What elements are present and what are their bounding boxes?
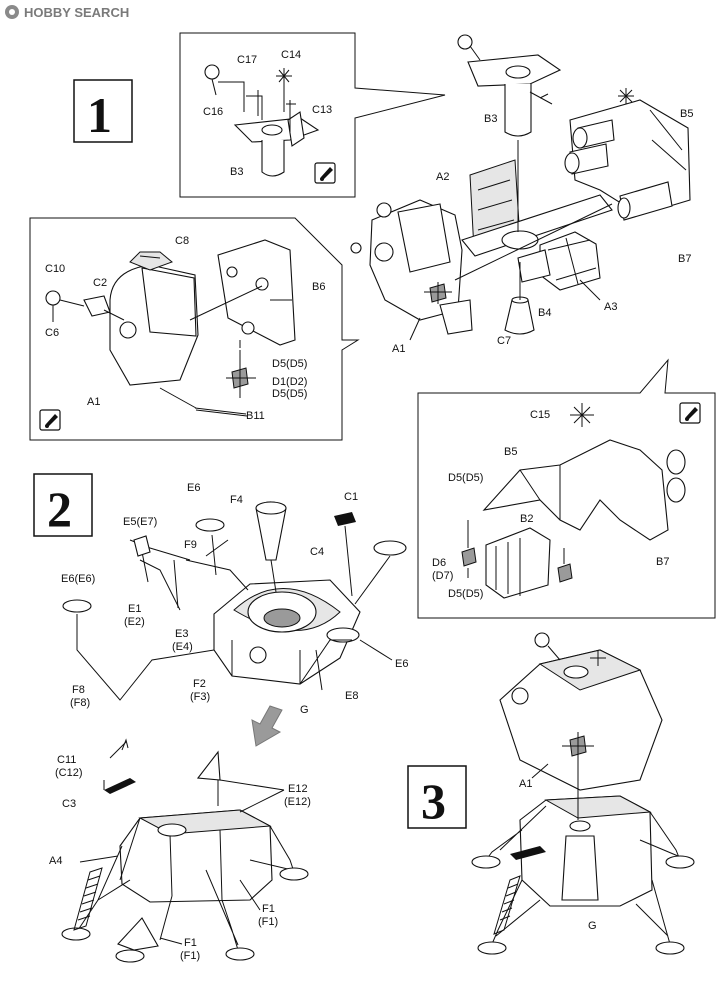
label-E8: E8 — [345, 690, 358, 702]
label-F1: F1 — [262, 903, 275, 915]
label-E6: E6 — [187, 482, 200, 494]
label-C1: C1 — [344, 491, 358, 503]
label-F9: F9 — [184, 539, 197, 551]
label-C14: C14 — [281, 49, 301, 61]
label-D6: D6 — [432, 557, 446, 569]
svg-text:2: 2 — [47, 481, 72, 537]
label-D5-d: D5(D5) — [448, 588, 483, 600]
step-1-main-assembly: B3 A2 B5 B7 B4 A3 C7 A1 — [350, 34, 693, 355]
step-1-number: 1 — [73, 79, 133, 143]
label-F4: F4 — [230, 494, 243, 506]
label-B2: B2 — [520, 513, 533, 525]
label-F1-lower-paren: (F1) — [180, 950, 200, 962]
svg-text:1: 1 — [87, 87, 112, 143]
label-D5-c: D5(D5) — [448, 472, 483, 484]
label-E12: E12 — [288, 783, 308, 795]
label-D7: (D7) — [432, 570, 453, 582]
step-3-number: 3 — [407, 765, 467, 829]
label-C11: C11 — [57, 754, 76, 766]
label-F1-paren: (F1) — [258, 916, 278, 928]
label-B3: B3 — [230, 166, 243, 178]
label-F3: (F3) — [190, 691, 210, 703]
watermark: HOBBY SEARCH — [5, 5, 129, 20]
label-E4: (E4) — [172, 641, 193, 653]
label-A3: A3 — [604, 301, 617, 313]
label-E3: E3 — [175, 628, 188, 640]
label-B6: B6 — [312, 281, 325, 293]
label-D5-b: D5(D5) — [272, 388, 307, 400]
label-C15: C15 — [530, 409, 550, 421]
label-A2: A2 — [436, 171, 449, 183]
label-E1: E1 — [128, 603, 141, 615]
svg-text:3: 3 — [421, 773, 446, 829]
label-F2: F2 — [193, 678, 206, 690]
label-C4: C4 — [310, 546, 324, 558]
step-1-inset-left: C8 C10 C2 C6 B6 A1 D5(D5) D1(D2) D5(D5) … — [29, 217, 360, 441]
step-1-inset-top: C17 C14 C16 C13 B3 — [179, 32, 446, 198]
label-B3-main: B3 — [484, 113, 497, 125]
arrow-down-icon — [251, 705, 283, 747]
label-C3: C3 — [62, 798, 76, 810]
label-D5-a: D5(D5) — [272, 358, 307, 370]
label-B11: B11 — [246, 410, 265, 422]
step-2-number: 2 — [33, 473, 93, 537]
label-F8: F8 — [72, 684, 85, 696]
label-C2: C2 — [93, 277, 107, 289]
label-B7-inset: B7 — [656, 556, 669, 568]
label-B7: B7 — [678, 253, 691, 265]
label-B5-inset: B5 — [504, 446, 517, 458]
caution-icon — [39, 409, 61, 431]
label-C17: C17 — [237, 54, 257, 66]
label-E6-E6: E6(E6) — [61, 573, 95, 585]
label-C6: C6 — [45, 327, 59, 339]
step-2-exploded-descent-stage: E6 C1 F4 E5(E7) F9 C4 E6(E6) E1 (E2) E3 … — [61, 482, 408, 716]
step-3-complete-lunar-module: A1 G — [471, 632, 695, 955]
caution-icon — [314, 162, 336, 184]
label-C7: C7 — [497, 335, 511, 347]
label-C13: C13 — [312, 104, 332, 116]
step-2-assembled-descent-stage: C11 (C12) C3 E12 (E12) A4 F1 (F1) F1 (F1… — [49, 738, 311, 963]
caution-icon — [679, 402, 701, 424]
label-C16: C16 — [203, 106, 223, 118]
step-1-inset-right: C15 B5 D5(D5) B2 D6 (D7) D5(D5) B7 — [417, 358, 716, 619]
label-G: G — [300, 704, 309, 716]
label-E12-paren: (E12) — [284, 796, 311, 808]
watermark-text: HOBBY SEARCH — [24, 5, 129, 20]
label-E2: (E2) — [124, 616, 145, 628]
label-C12: (C12) — [55, 767, 83, 779]
label-A1-step3: A1 — [519, 778, 532, 790]
label-A1: A1 — [392, 343, 405, 355]
label-C10: C10 — [45, 263, 65, 275]
label-B4: B4 — [538, 307, 551, 319]
label-F1-lower: F1 — [184, 937, 197, 949]
label-D1: D1(D2) — [272, 376, 307, 388]
label-E6-right: E6 — [395, 658, 408, 670]
label-C8: C8 — [175, 235, 189, 247]
label-A1-inset: A1 — [87, 396, 100, 408]
label-G-step3: G — [588, 920, 597, 932]
label-B5: B5 — [680, 108, 693, 120]
label-A4: A4 — [49, 855, 62, 867]
label-F8-paren: (F8) — [70, 697, 90, 709]
label-E5: E5(E7) — [123, 516, 157, 528]
